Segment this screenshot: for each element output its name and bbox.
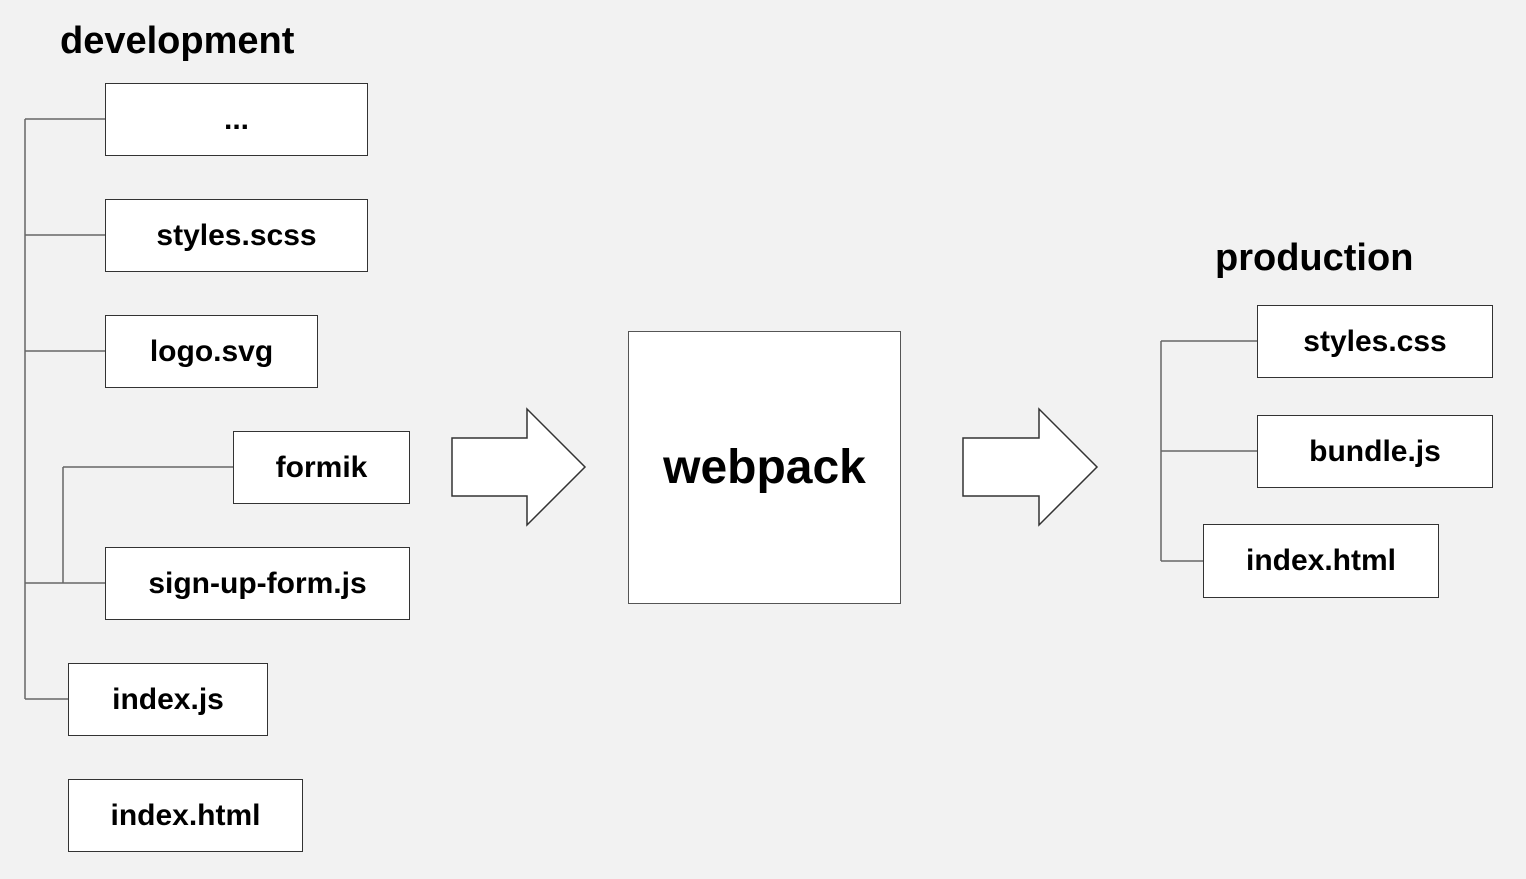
file-production-index-html: index.html: [1203, 524, 1439, 598]
file-index-js: index.js: [68, 663, 268, 736]
file-ellipsis: ...: [105, 83, 368, 156]
file-index-html: index.html: [68, 779, 303, 852]
file-sign-up-form-js: sign-up-form.js: [105, 547, 410, 620]
production-heading: production: [1215, 237, 1414, 279]
file-logo-svg: logo.svg: [105, 315, 318, 388]
file-styles-scss: styles.scss: [105, 199, 368, 272]
arrow-right-icon: [451, 407, 587, 527]
webpack-box: webpack: [628, 331, 901, 604]
arrow-right-icon: [962, 407, 1099, 527]
development-heading: development: [60, 20, 295, 62]
folder-formik: formik: [233, 431, 410, 504]
file-bundle-js: bundle.js: [1257, 415, 1493, 488]
file-styles-css: styles.css: [1257, 305, 1493, 378]
